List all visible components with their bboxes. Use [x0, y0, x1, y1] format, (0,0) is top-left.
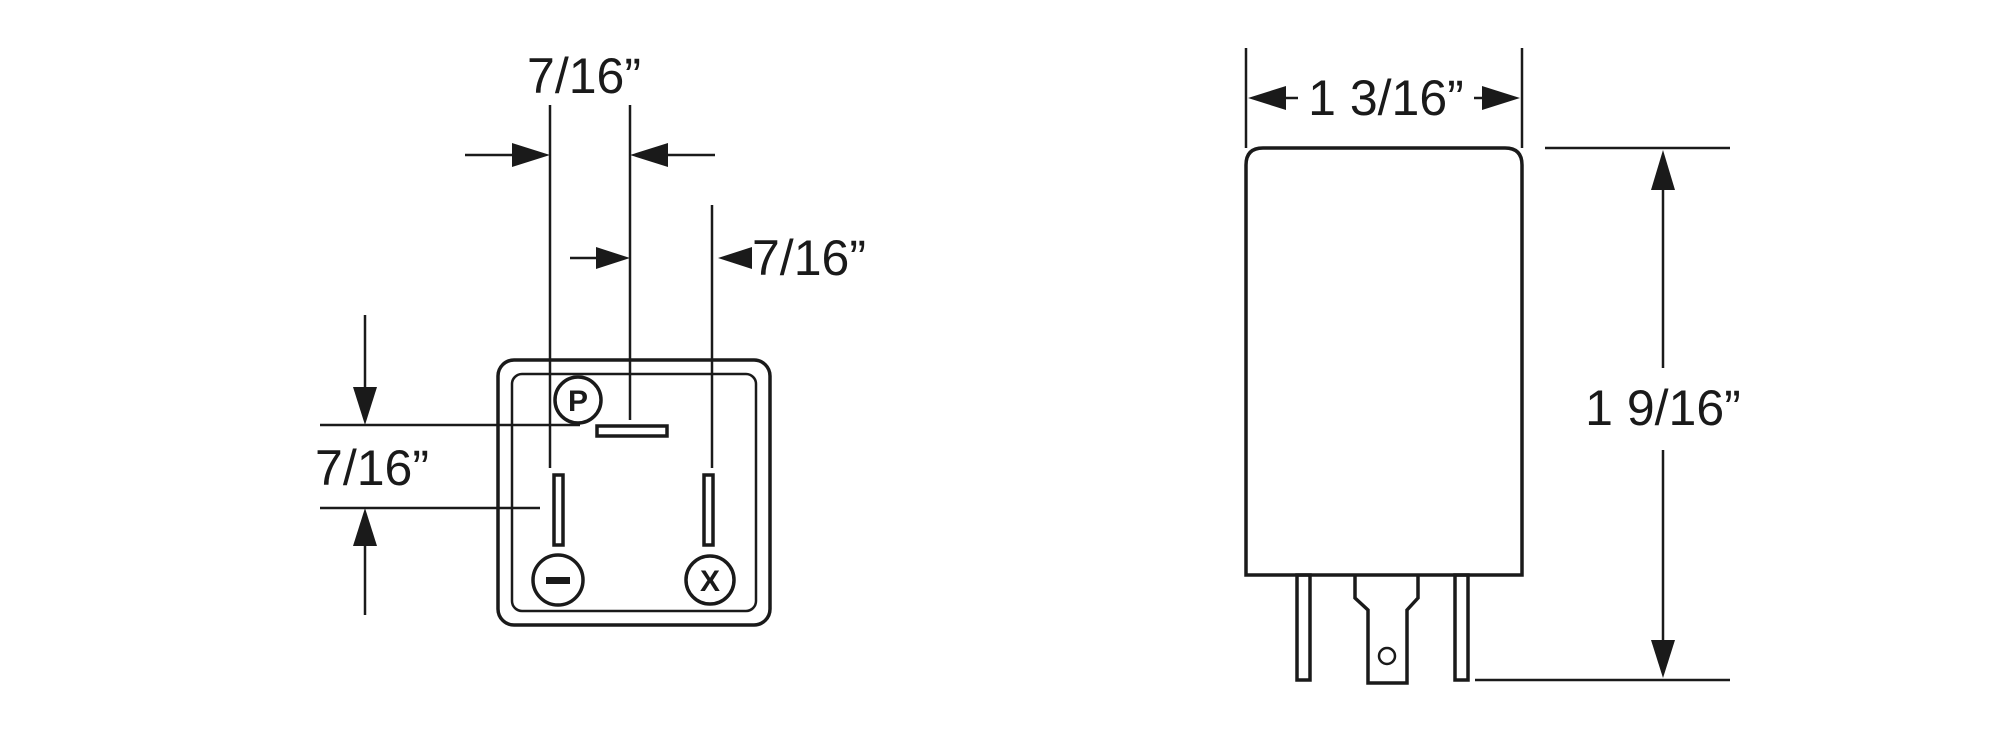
pin-center-base — [1353, 575, 1420, 685]
terminal-neg-blade — [552, 473, 565, 547]
terminal-p-marker: P — [553, 375, 603, 425]
arrow-height-up — [1651, 150, 1675, 190]
arrow-width-right — [1482, 86, 1520, 110]
pin-right — [1453, 573, 1470, 682]
side-view: 1 3/16” 1 9/16” — [1244, 48, 1741, 685]
arrow-left-down — [353, 387, 377, 425]
arrow-top-left — [512, 143, 550, 167]
terminal-x-marker: X — [684, 554, 736, 606]
dim-width-label: 1 3/16” — [1308, 70, 1464, 126]
dim-height-label: 1 9/16” — [1585, 380, 1741, 436]
side-view-body — [1244, 146, 1524, 577]
arrow-top-right — [630, 143, 668, 167]
arrow-mid-right — [718, 247, 752, 269]
terminal-p-label: P — [568, 385, 588, 418]
pin-center-hole — [1377, 646, 1397, 666]
dim-right-label: 7/16” — [752, 230, 866, 286]
minus-bar — [546, 577, 570, 584]
dim-top-label: 7/16” — [527, 48, 641, 104]
terminal-x-label: X — [700, 565, 720, 598]
arrow-left-up — [353, 508, 377, 546]
arrow-mid-left — [596, 247, 630, 269]
terminal-x-blade — [702, 473, 715, 547]
terminal-neg-marker — [531, 553, 585, 607]
dim-left-label: 7/16” — [315, 440, 429, 496]
end-view-housing-outer — [496, 358, 772, 627]
arrow-height-down — [1651, 640, 1675, 678]
pin-left — [1295, 573, 1312, 682]
end-view-housing-inner — [510, 372, 758, 613]
terminal-p-blade — [595, 424, 669, 438]
end-view: P X 7/16” 7/16” 7/16” — [315, 48, 866, 627]
arrow-width-left — [1248, 86, 1286, 110]
